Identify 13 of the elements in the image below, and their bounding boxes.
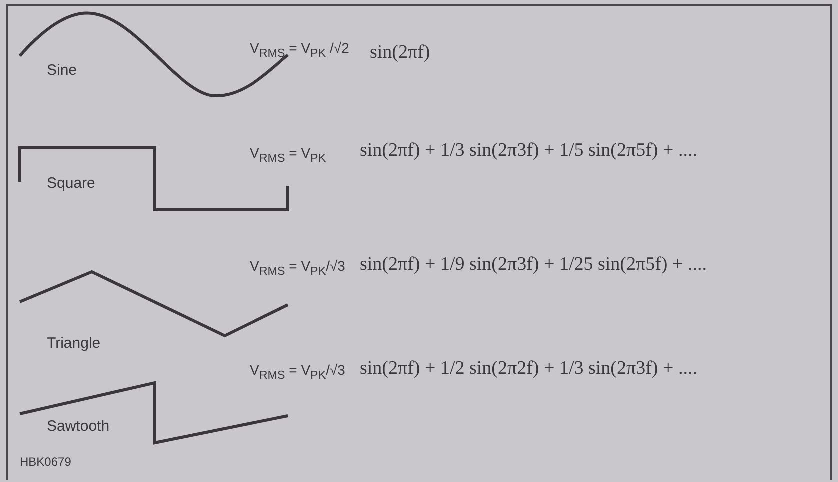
rms-formula: V$_{RMS}$ = V$_{PK}$/√3 <box>250 362 346 382</box>
rms-formula: V$_{RMS}$ = V$_{PK}$/√3 <box>250 258 346 278</box>
fourier-series: sin(2πf) + 1/3 sin(2π3f) + 1/5 sin(2π5f) + .... <box>360 140 698 162</box>
waveform-name: Sawtooth <box>47 418 110 435</box>
rms-formula: V$_{RMS}$ = V$_{PK}$ <box>250 145 326 165</box>
rms-formula: V$_{RMS}$ = V$_{PK}$ /√2 <box>250 40 350 60</box>
waveform-name: Sine <box>47 62 78 79</box>
figure-number: HBK0679 <box>20 455 72 469</box>
waveform-name: Square <box>47 175 96 192</box>
fourier-series: sin(2πf) + 1/2 sin(2π2f) + 1/3 sin(2π3f) + .... <box>360 358 698 380</box>
fourier-series: sin(2πf) <box>370 42 430 64</box>
fourier-series: sin(2πf) + 1/9 sin(2π3f) + 1/25 sin(2π5f) + .... <box>360 254 707 276</box>
waveform-name: Triangle <box>47 335 101 352</box>
